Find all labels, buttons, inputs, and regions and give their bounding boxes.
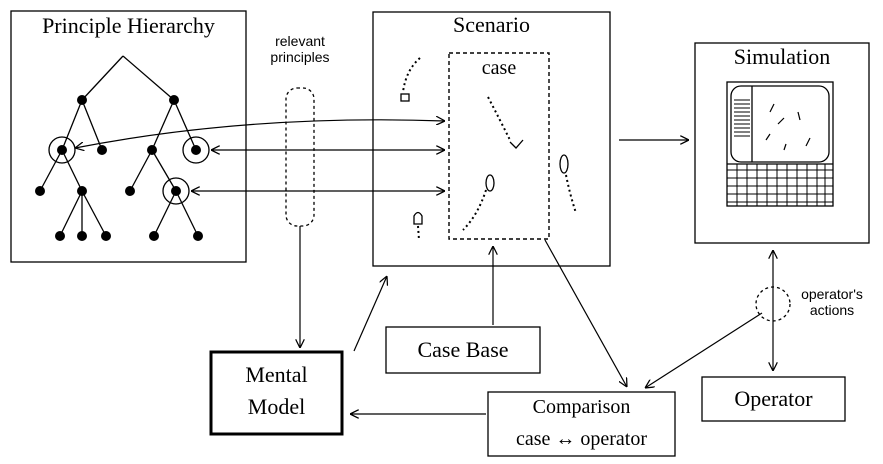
arrow-actions-comparison <box>645 312 763 388</box>
arrows <box>75 120 773 414</box>
case-base-label: Case Base <box>417 337 509 362</box>
operators-actions-line-2: actions <box>809 302 855 319</box>
case-region <box>448 52 550 240</box>
comparison-line-1: Comparison <box>532 396 631 418</box>
arrow-mental-model-scenario <box>353 276 387 352</box>
relevant-principles-line-2: principles <box>270 49 330 66</box>
relevant-principles-line-1: relevant <box>275 33 325 49</box>
simulation-screen-icon <box>726 81 834 207</box>
comparison-box <box>487 391 676 457</box>
relevant-principles-capsule <box>285 87 315 227</box>
case-base-box <box>385 326 541 374</box>
operator-label: Operator <box>734 386 813 411</box>
scenario-box <box>372 11 611 267</box>
comparison-line-2: case ↔ operator <box>515 428 648 450</box>
mental-model-line-1: Mental <box>245 362 308 387</box>
simulation-title: Simulation <box>733 44 831 69</box>
principle-nodes <box>35 95 203 241</box>
simulation-box <box>694 42 870 244</box>
principle-hierarchy-title: Principle Hierarchy <box>42 13 215 38</box>
arrow-hierarchy-scenario-top <box>75 120 445 148</box>
principle-hierarchy-box <box>10 10 247 263</box>
scenario-trajectories <box>402 57 577 241</box>
relevant-principles-label: relevant principles <box>262 33 338 65</box>
scenario-title: Scenario <box>453 12 530 37</box>
operators-actions-line-1: operator's <box>801 286 863 302</box>
operators-actions-label: operator's actions <box>792 286 872 318</box>
mental-model-line-2: Model <box>247 394 306 419</box>
operator-box <box>701 376 846 422</box>
arrow-case-comparison <box>544 239 627 387</box>
case-label: case <box>481 57 517 79</box>
scenario-markers <box>400 93 569 225</box>
principle-tree <box>39 55 210 237</box>
mental-model-box <box>209 350 344 436</box>
